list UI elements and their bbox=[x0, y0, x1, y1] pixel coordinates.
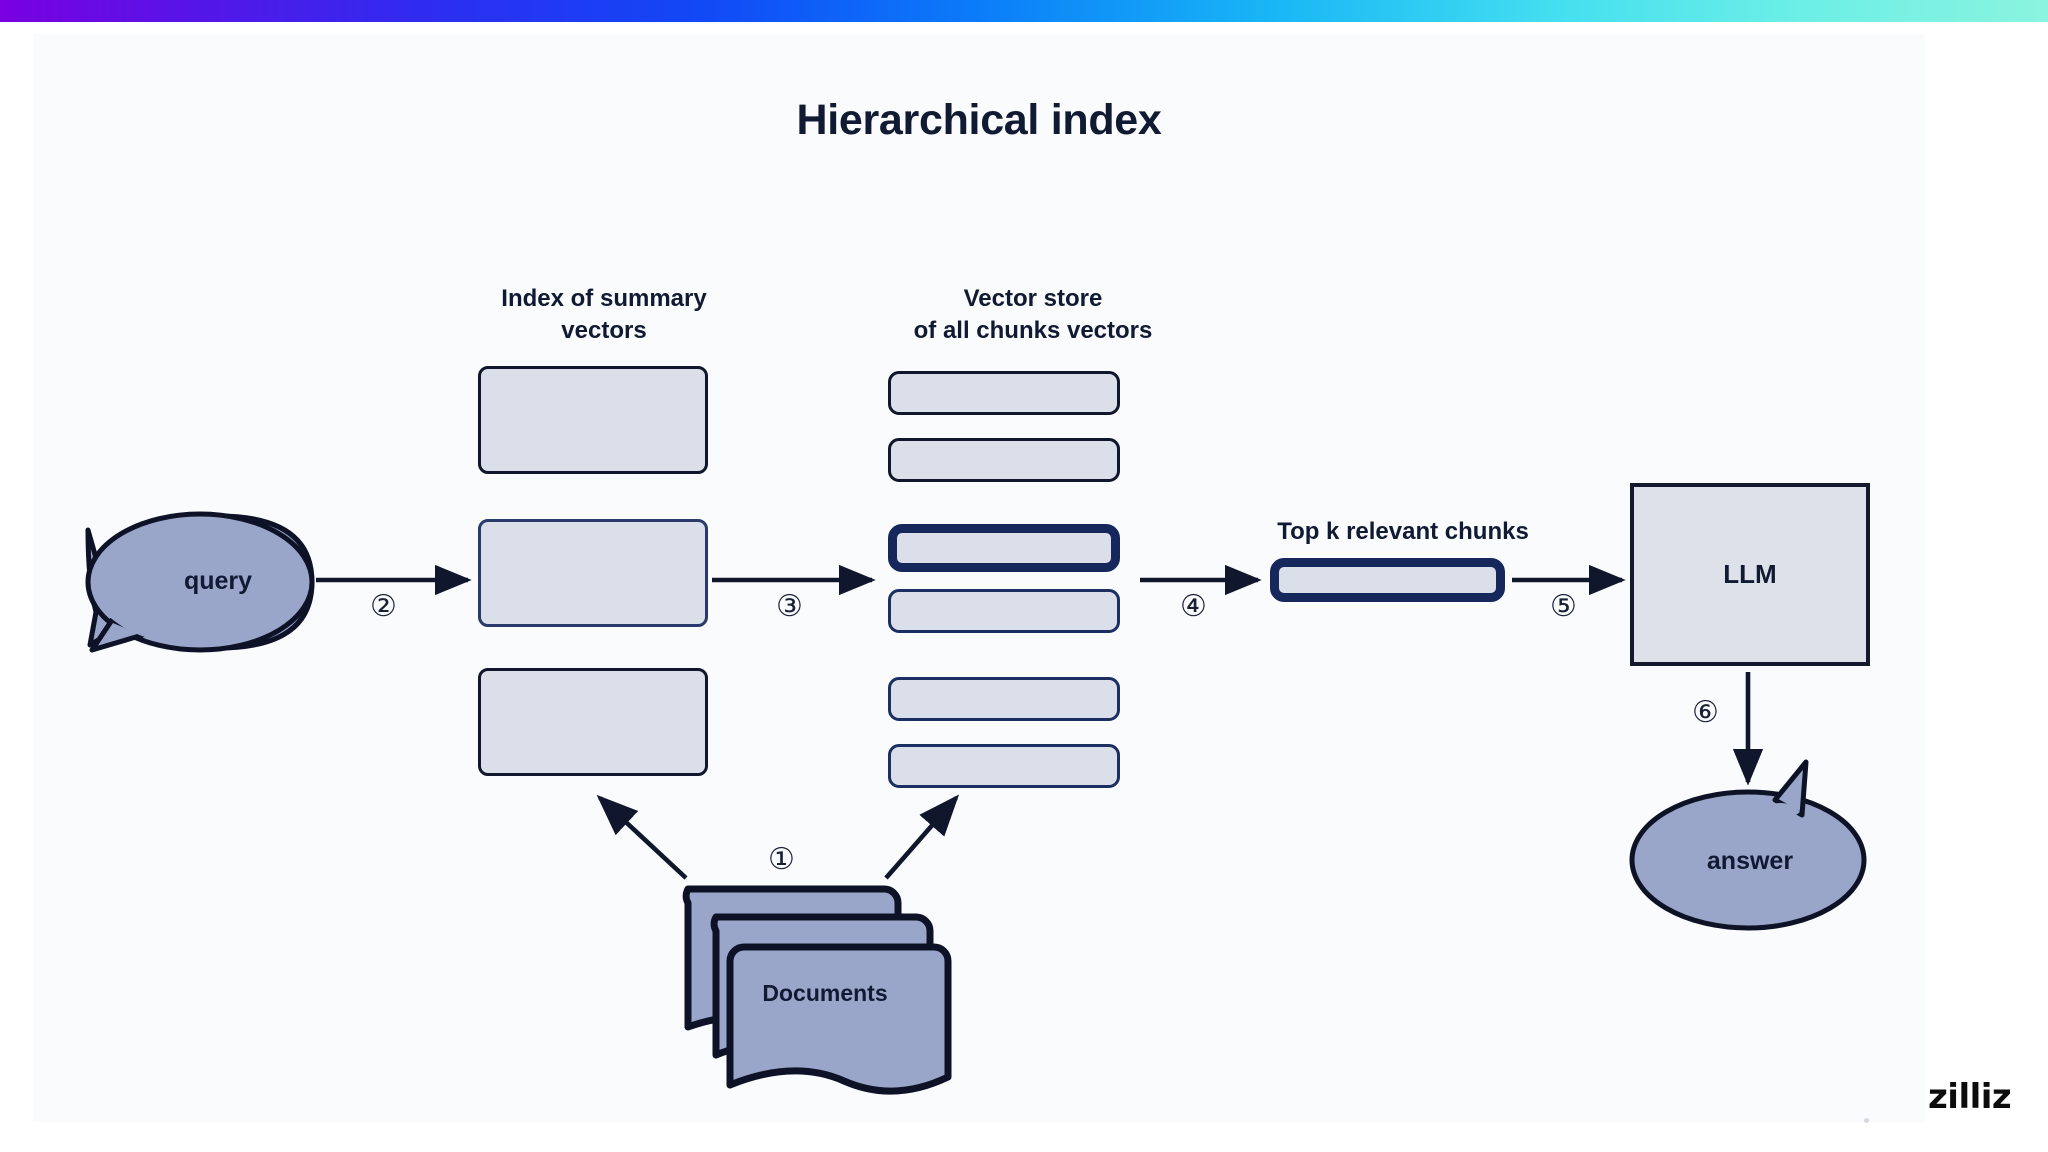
heading-vector-line2: of all chunks vectors bbox=[913, 316, 1153, 344]
summary-vector-box-3[interactable] bbox=[478, 668, 708, 776]
chunk-box-2[interactable] bbox=[888, 438, 1120, 482]
chunk-box-1[interactable] bbox=[888, 371, 1120, 415]
zilliz-logo: zilliz bbox=[1928, 1077, 2012, 1117]
heading-vector-store: Vector store of all chunks vectors bbox=[833, 283, 1233, 347]
arrow-docs-to-summary bbox=[596, 794, 688, 880]
accent-gradient-bar bbox=[0, 0, 2048, 22]
heading-summary-line1: Index of summary bbox=[501, 285, 707, 312]
decorative-dot bbox=[1864, 1118, 1869, 1123]
heading-vector-line1: Vector store bbox=[963, 285, 1103, 312]
llm-node[interactable]: LLM bbox=[1630, 483, 1870, 666]
step-number-5: ⑤ bbox=[1550, 589, 1577, 624]
heading-summary-line2: vectors bbox=[561, 316, 647, 344]
page-title: Hierarchical index bbox=[796, 96, 1162, 144]
summary-vector-box-2[interactable] bbox=[478, 519, 708, 627]
step-number-3: ③ bbox=[776, 589, 803, 624]
heading-index-of-summary-vectors: Index of summary vectors bbox=[439, 283, 769, 347]
top-k-chunk-box[interactable] bbox=[1270, 558, 1505, 602]
chunk-box-4[interactable] bbox=[888, 589, 1120, 633]
arrow-docs-to-chunks bbox=[884, 794, 960, 880]
summary-vector-box-1[interactable] bbox=[478, 366, 708, 474]
flow-arrows bbox=[316, 564, 1764, 880]
documents-stack bbox=[682, 885, 952, 1095]
heading-top-k-relevant-chunks: Top k relevant chunks bbox=[1277, 518, 1529, 545]
step-number-2: ② bbox=[370, 589, 397, 624]
answer-bubble bbox=[1629, 759, 1867, 931]
step-number-6: ⑥ bbox=[1692, 695, 1719, 730]
step-number-4: ④ bbox=[1180, 589, 1207, 624]
step-number-1: ① bbox=[768, 842, 795, 877]
chunk-box-6[interactable] bbox=[888, 744, 1120, 788]
query-bubble bbox=[85, 511, 315, 653]
chunk-box-5[interactable] bbox=[888, 677, 1120, 721]
chunk-box-3-selected[interactable] bbox=[888, 524, 1120, 572]
